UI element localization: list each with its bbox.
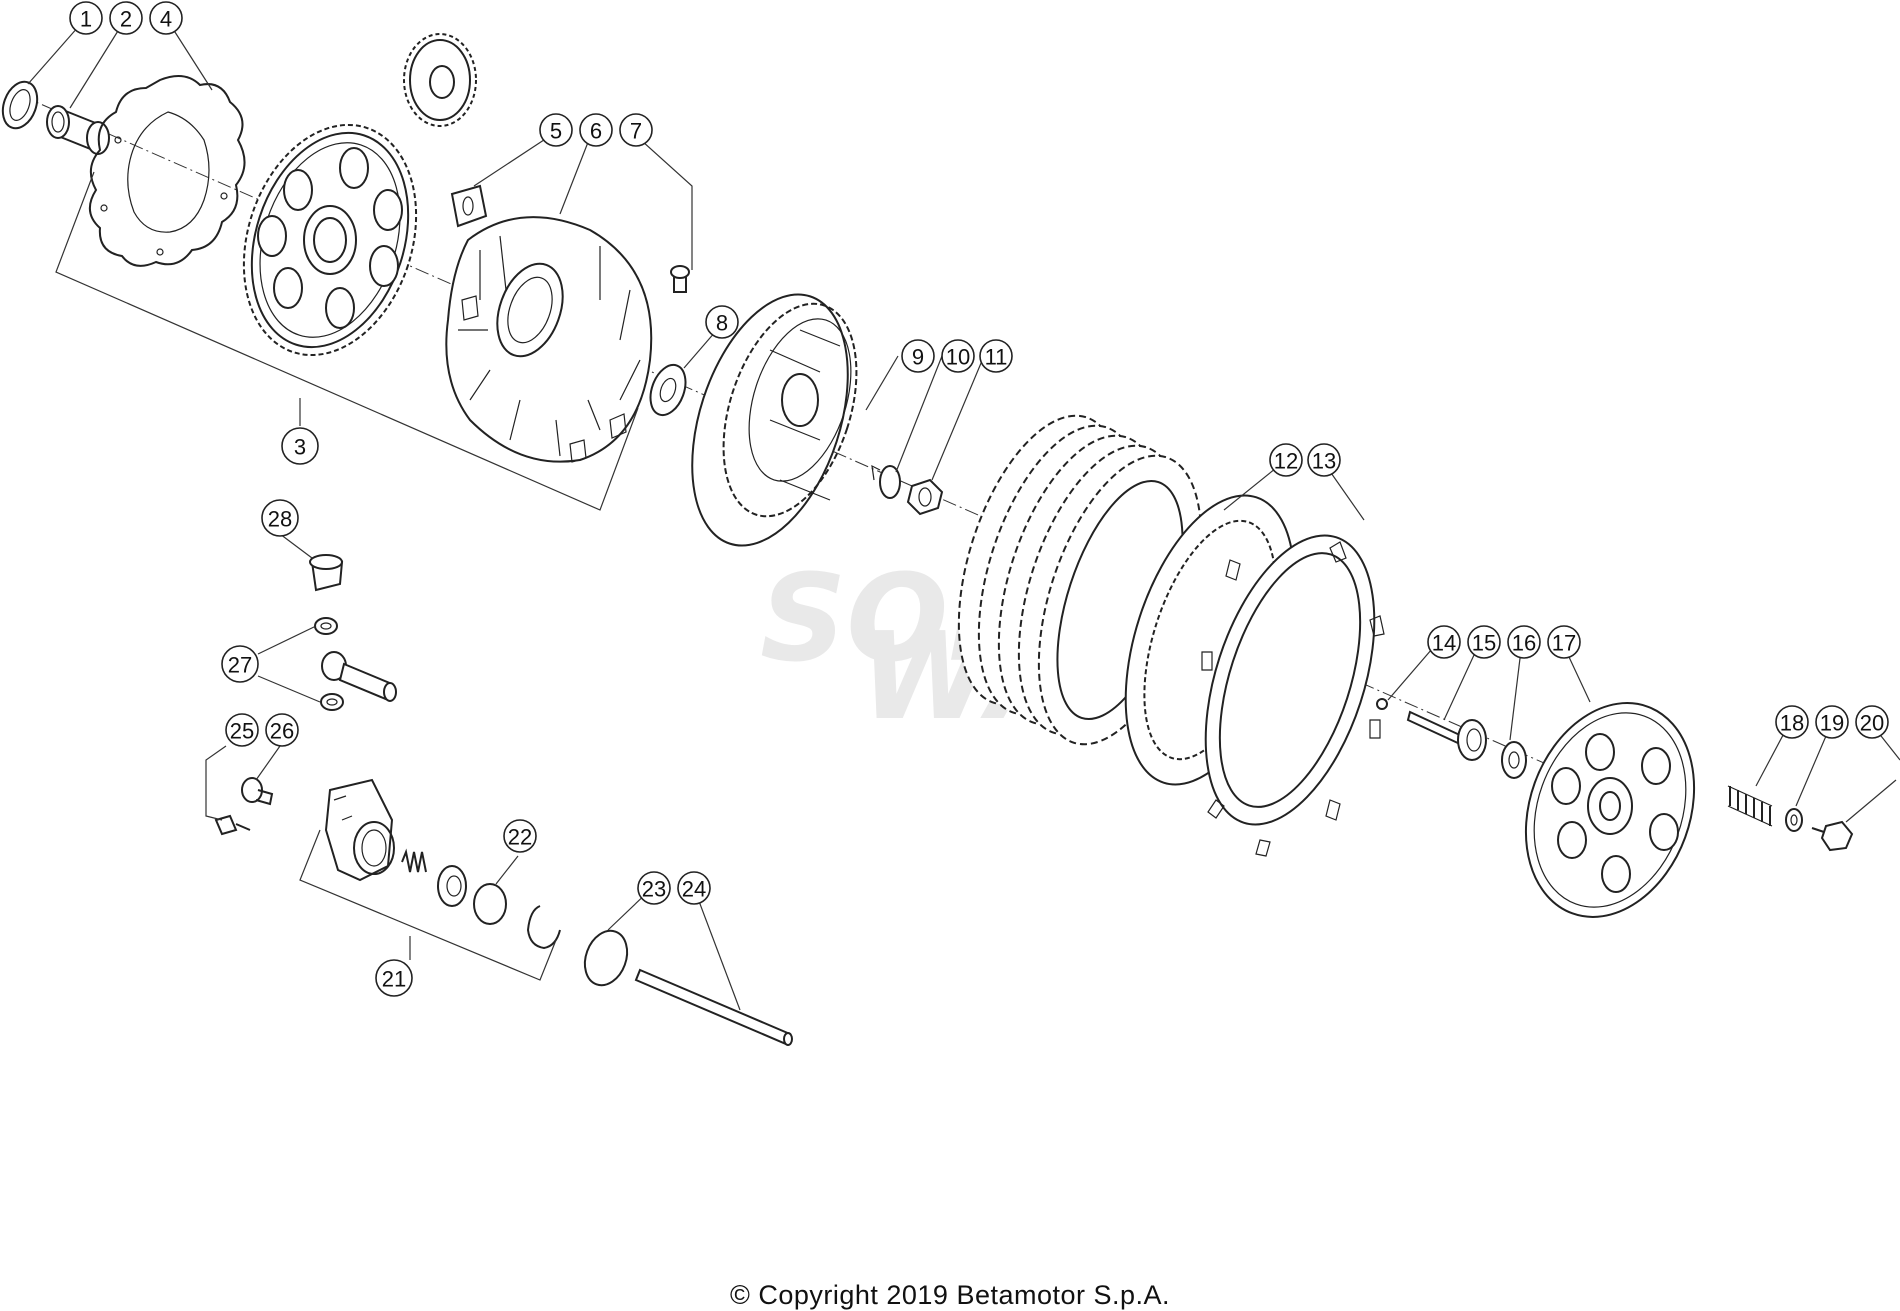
svg-text:20: 20 <box>1860 711 1884 736</box>
svg-text:13: 13 <box>1312 449 1336 474</box>
svg-text:2: 2 <box>120 7 132 32</box>
slave-cylinder-spring <box>401 848 427 873</box>
svg-text:14: 14 <box>1432 631 1456 656</box>
part-11-nut <box>906 478 944 516</box>
callout-21: 21 <box>375 959 413 997</box>
callout-6: 6 <box>579 113 613 147</box>
callout-9: 9 <box>901 339 935 373</box>
svg-text:4: 4 <box>160 7 172 32</box>
svg-text:21: 21 <box>382 967 406 992</box>
primary-driven-gear <box>242 123 418 357</box>
callout-18: 18 <box>1775 705 1809 739</box>
part-7-screw <box>670 265 690 293</box>
callout-20: 20 <box>1855 705 1889 739</box>
svg-text:12: 12 <box>1274 449 1298 474</box>
part-21-slave-cylinder <box>324 778 395 882</box>
callout-8: 8 <box>705 305 739 339</box>
callout-4: 4 <box>149 1 183 35</box>
part-26-screw <box>241 777 274 806</box>
svg-text:15: 15 <box>1472 631 1496 656</box>
part-19-washer <box>1785 808 1803 832</box>
svg-text:17: 17 <box>1552 631 1576 656</box>
part-1-washer <box>1 80 39 130</box>
callout-5: 5 <box>539 113 573 147</box>
svg-text:1: 1 <box>80 7 92 32</box>
callout-16: 16 <box>1507 625 1541 659</box>
part-13-steel-disc <box>1201 534 1385 857</box>
leader-lines <box>27 17 1900 1011</box>
callout-13: 13 <box>1307 443 1341 477</box>
svg-text:25: 25 <box>230 719 254 744</box>
slave-cylinder-piston <box>437 865 467 907</box>
callout-28: 28 <box>261 499 299 537</box>
clutch-inner-hub <box>691 293 858 547</box>
svg-text:19: 19 <box>1820 711 1844 736</box>
svg-text:27: 27 <box>228 653 252 678</box>
svg-text:5: 5 <box>550 119 562 144</box>
callout-1: 1 <box>69 1 103 35</box>
svg-text:11: 11 <box>985 345 1008 370</box>
svg-text:22: 22 <box>508 825 532 850</box>
callout-11: 11 <box>979 339 1013 373</box>
callout-24: 24 <box>677 871 711 905</box>
part-16-washer <box>1501 741 1527 779</box>
callout-3: 3 <box>281 427 319 465</box>
part-27-banjo-fitting <box>314 617 397 711</box>
callout-22: 22 <box>503 819 537 853</box>
svg-text:16: 16 <box>1512 631 1536 656</box>
copyright-footer: © Copyright 2019 Betamotor S.p.A. <box>729 1280 1171 1310</box>
callout-14: 14 <box>1427 625 1461 659</box>
svg-text:7: 7 <box>630 119 642 144</box>
part-15-pushrod <box>1406 710 1487 761</box>
part-20-bolt <box>1811 820 1854 852</box>
callout-7: 7 <box>619 113 653 147</box>
part-6-clutch-basket <box>445 216 653 463</box>
part-4-damper-plate <box>89 75 246 267</box>
part-22-o-ring <box>473 883 507 925</box>
callout-25: 25 <box>225 713 259 747</box>
svg-text:18: 18 <box>1780 711 1804 736</box>
part-28-plug <box>309 554 344 592</box>
svg-text:28: 28 <box>268 507 292 532</box>
bracket-group-21 <box>299 829 557 981</box>
callout-27: 27 <box>221 645 259 683</box>
callout-26: 26 <box>265 713 299 747</box>
svg-text:9: 9 <box>912 345 924 370</box>
part-23-seal-ring <box>583 929 629 987</box>
part-17-pressure-plate <box>1524 702 1696 918</box>
callout-2: 2 <box>109 1 143 35</box>
part-5-key <box>450 184 488 228</box>
svg-text:10: 10 <box>946 345 970 370</box>
callout-19: 19 <box>1815 705 1849 739</box>
svg-text:23: 23 <box>642 877 666 902</box>
svg-text:3: 3 <box>294 435 306 460</box>
part-8-washer <box>649 363 687 417</box>
part-25-bolt <box>214 814 251 836</box>
callout-15: 15 <box>1467 625 1501 659</box>
callout-23: 23 <box>637 871 671 905</box>
svg-text:24: 24 <box>682 877 706 902</box>
svg-text:26: 26 <box>270 719 294 744</box>
part-14-ball <box>1376 698 1388 710</box>
circlip <box>526 905 561 950</box>
svg-text:8: 8 <box>716 311 728 336</box>
part-9-tab-washer <box>871 464 901 499</box>
pinion-gear <box>403 33 477 127</box>
callout-17: 17 <box>1547 625 1581 659</box>
svg-text:6: 6 <box>590 119 602 144</box>
part-24-pushrod <box>634 968 793 1046</box>
bracket-group-3 <box>55 171 639 511</box>
callout-12: 12 <box>1269 443 1303 477</box>
part-18-spring <box>1727 785 1773 827</box>
callout-10: 10 <box>941 339 975 373</box>
